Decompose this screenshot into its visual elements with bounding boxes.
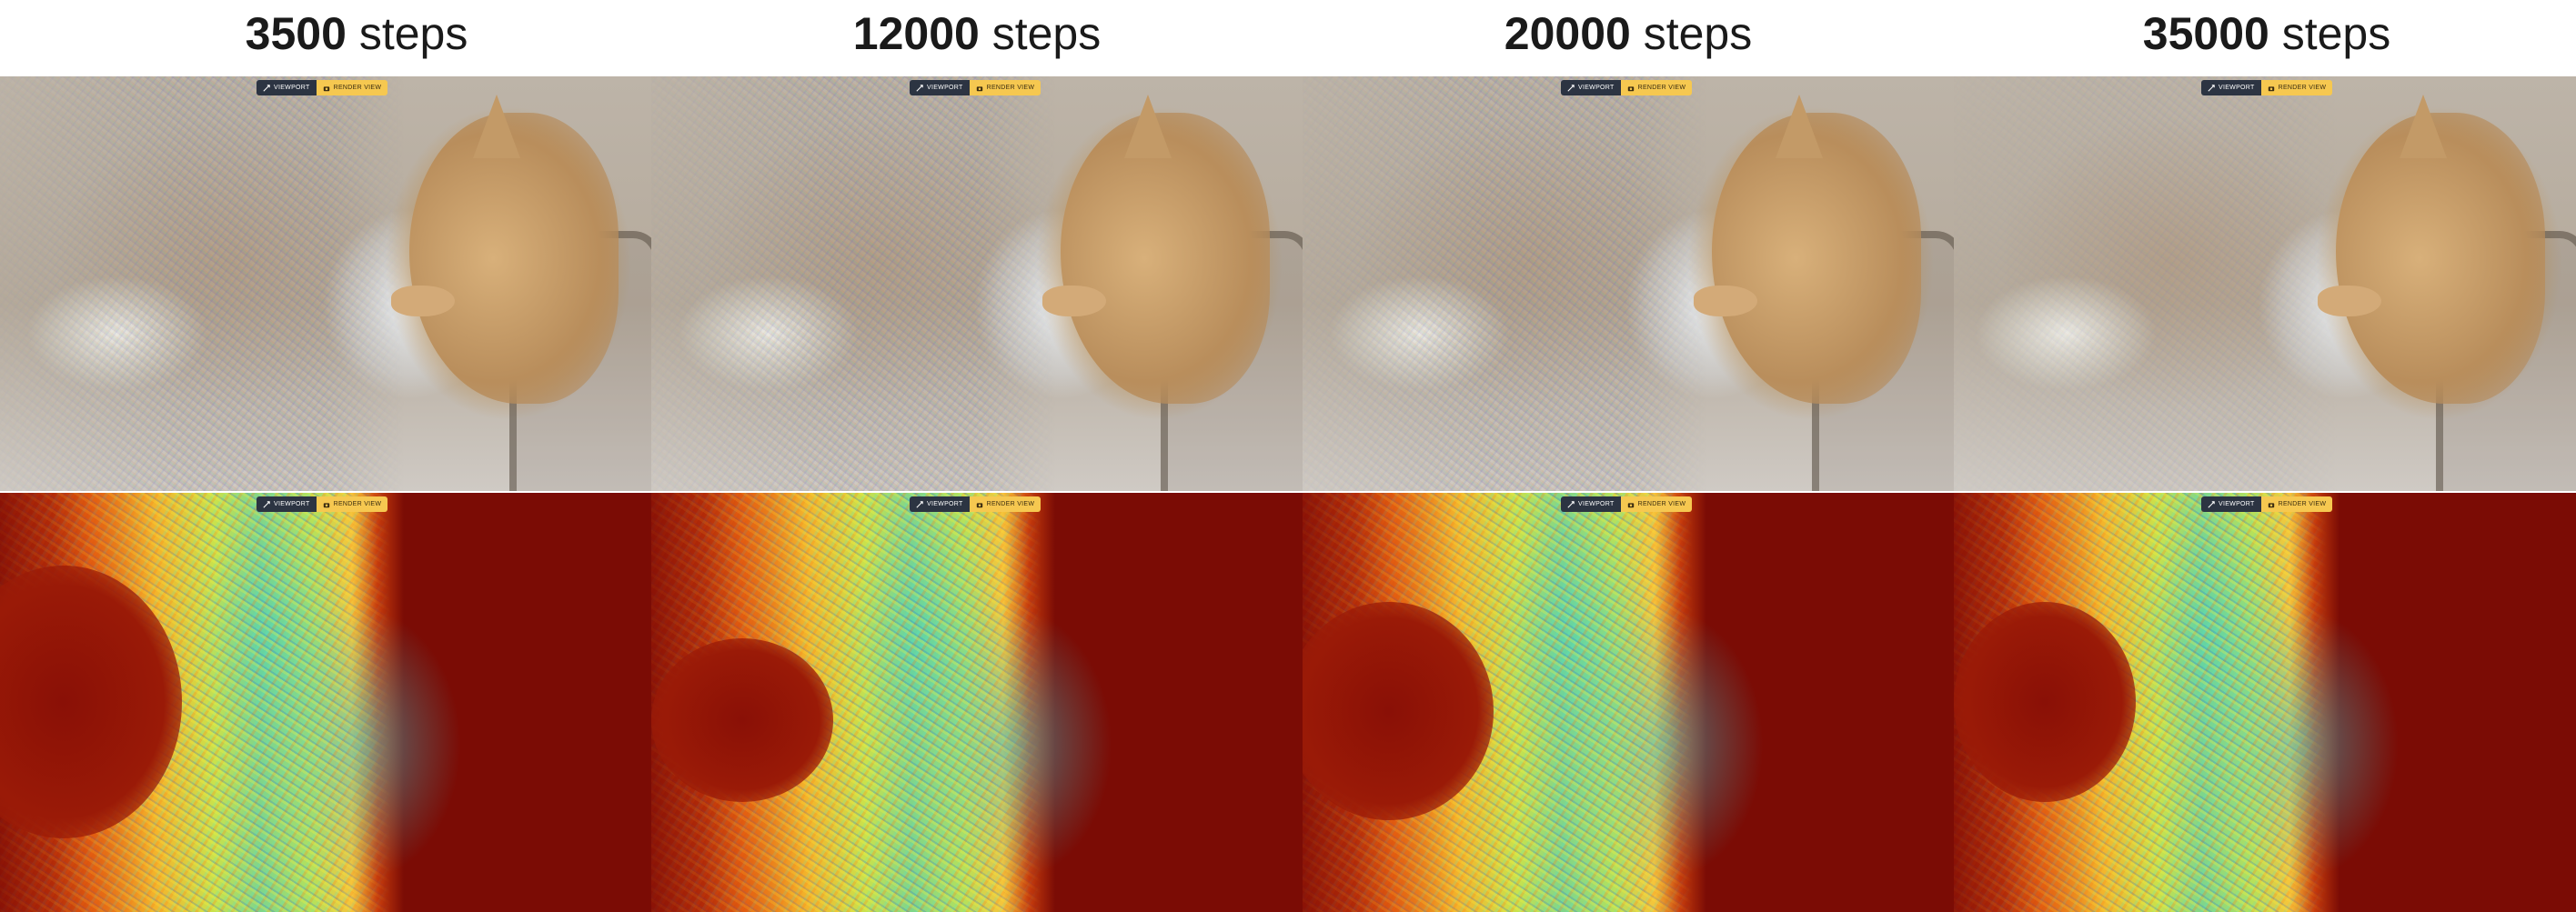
render-view-button[interactable]: RENDER VIEW bbox=[316, 496, 388, 512]
column-title-2: 12000 steps bbox=[651, 0, 1303, 76]
viewport-button[interactable]: VIEWPORT bbox=[1561, 496, 1621, 512]
column-title-3: 20000 steps bbox=[1303, 0, 1954, 76]
steps-value: 35000 bbox=[2142, 8, 2269, 59]
fox-head bbox=[2336, 113, 2545, 404]
heatmap-low-region bbox=[651, 638, 833, 802]
render-panel-4: VIEWPORT RENDER VIEW bbox=[1954, 76, 2576, 491]
fox-ear bbox=[2400, 95, 2447, 158]
camera-icon bbox=[976, 502, 982, 507]
viewer-toolbar: VIEWPORT RENDER VIEW bbox=[1561, 80, 1693, 95]
viewport-icon bbox=[263, 500, 270, 508]
fox-head bbox=[409, 113, 619, 404]
render-panel-1: VIEWPORT RENDER VIEW bbox=[0, 76, 651, 491]
render-view-button[interactable]: RENDER VIEW bbox=[316, 80, 388, 95]
camera-icon bbox=[1627, 502, 1634, 507]
render-panel-2: VIEWPORT RENDER VIEW bbox=[651, 76, 1303, 491]
render-view-button[interactable]: RENDER VIEW bbox=[969, 80, 1041, 95]
camera-icon bbox=[2268, 502, 2274, 507]
fox-snout bbox=[391, 286, 455, 316]
render-view-button[interactable]: RENDER VIEW bbox=[969, 496, 1041, 512]
heatmap-panel-1: VIEWPORT RENDER VIEW bbox=[0, 493, 651, 912]
heatmap-low-region bbox=[1303, 602, 1494, 820]
heatmap-low-region bbox=[0, 566, 182, 838]
fox-ear bbox=[1776, 95, 1823, 158]
viewer-toolbar: VIEWPORT RENDER VIEW bbox=[910, 80, 1041, 95]
render-view-button[interactable]: RENDER VIEW bbox=[1620, 80, 1693, 95]
fox-ear bbox=[473, 95, 520, 158]
comparison-grid: VIEWPORT RENDER VIEW VIEWPORT RENDER VIE… bbox=[0, 76, 2576, 912]
viewport-icon bbox=[2208, 500, 2215, 508]
render-view-button[interactable]: RENDER VIEW bbox=[2260, 80, 2333, 95]
viewport-button[interactable]: VIEWPORT bbox=[2201, 80, 2261, 95]
viewport-button[interactable]: VIEWPORT bbox=[1561, 80, 1621, 95]
steps-value: 3500 bbox=[245, 8, 347, 59]
fox-snout bbox=[1694, 286, 1757, 316]
fox-head bbox=[1712, 113, 1921, 404]
render-view-label: RENDER VIEW bbox=[2278, 501, 2327, 507]
fox-snout bbox=[1042, 286, 1106, 316]
viewport-icon bbox=[1567, 500, 1575, 508]
heatmap-panel-4: VIEWPORT RENDER VIEW bbox=[1954, 493, 2576, 912]
steps-unit: steps bbox=[2281, 8, 2391, 59]
render-view-label: RENDER VIEW bbox=[333, 85, 382, 91]
render-view-label: RENDER VIEW bbox=[2278, 85, 2327, 91]
render-view-label: RENDER VIEW bbox=[1637, 501, 1686, 507]
render-view-button[interactable]: RENDER VIEW bbox=[1620, 496, 1693, 512]
render-view-label: RENDER VIEW bbox=[986, 501, 1035, 507]
viewer-toolbar: VIEWPORT RENDER VIEW bbox=[910, 496, 1041, 512]
render-panel-3: VIEWPORT RENDER VIEW bbox=[1303, 76, 1954, 491]
viewport-icon bbox=[916, 500, 923, 508]
steps-unit: steps bbox=[991, 8, 1102, 59]
steps-unit: steps bbox=[1643, 8, 1753, 59]
viewer-toolbar: VIEWPORT RENDER VIEW bbox=[2201, 496, 2333, 512]
camera-icon bbox=[976, 85, 982, 91]
viewer-toolbar: VIEWPORT RENDER VIEW bbox=[257, 496, 388, 512]
steps-value: 12000 bbox=[852, 8, 980, 59]
viewer-toolbar: VIEWPORT RENDER VIEW bbox=[2201, 80, 2333, 95]
viewport-label: VIEWPORT bbox=[2219, 501, 2255, 507]
camera-icon bbox=[1627, 85, 1634, 91]
viewport-label: VIEWPORT bbox=[274, 85, 310, 91]
camera-icon bbox=[2268, 85, 2274, 91]
viewer-toolbar: VIEWPORT RENDER VIEW bbox=[257, 80, 388, 95]
column-title-4: 35000 steps bbox=[1941, 0, 2576, 76]
viewport-label: VIEWPORT bbox=[1578, 501, 1615, 507]
camera-icon bbox=[323, 85, 329, 91]
steps-value: 20000 bbox=[1504, 8, 1631, 59]
viewport-icon bbox=[916, 84, 923, 92]
viewport-icon bbox=[1567, 84, 1575, 92]
render-view-label: RENDER VIEW bbox=[986, 85, 1035, 91]
camera-icon bbox=[323, 502, 329, 507]
column-titles: 3500 steps 12000 steps 20000 steps 35000… bbox=[0, 0, 2576, 76]
viewport-label: VIEWPORT bbox=[927, 85, 963, 91]
fox-ear bbox=[1124, 95, 1172, 158]
viewport-label: VIEWPORT bbox=[927, 501, 963, 507]
column-title-1: 3500 steps bbox=[31, 0, 682, 76]
render-view-label: RENDER VIEW bbox=[333, 501, 382, 507]
viewport-button[interactable]: VIEWPORT bbox=[257, 80, 317, 95]
viewport-button[interactable]: VIEWPORT bbox=[2201, 496, 2261, 512]
viewport-label: VIEWPORT bbox=[1578, 85, 1615, 91]
viewport-button[interactable]: VIEWPORT bbox=[910, 80, 970, 95]
viewer-toolbar: VIEWPORT RENDER VIEW bbox=[1561, 496, 1693, 512]
heatmap-panel-3: VIEWPORT RENDER VIEW bbox=[1303, 493, 1954, 912]
fox-snout bbox=[2318, 286, 2381, 316]
steps-unit: steps bbox=[358, 8, 468, 59]
heatmap-panel-2: VIEWPORT RENDER VIEW bbox=[651, 493, 1303, 912]
viewport-label: VIEWPORT bbox=[274, 501, 310, 507]
render-view-label: RENDER VIEW bbox=[1637, 85, 1686, 91]
viewport-label: VIEWPORT bbox=[2219, 85, 2255, 91]
viewport-button[interactable]: VIEWPORT bbox=[257, 496, 317, 512]
viewport-icon bbox=[263, 84, 270, 92]
fox-head bbox=[1061, 113, 1270, 404]
viewport-button[interactable]: VIEWPORT bbox=[910, 496, 970, 512]
render-view-button[interactable]: RENDER VIEW bbox=[2260, 496, 2333, 512]
viewport-icon bbox=[2208, 84, 2215, 92]
heatmap-low-region bbox=[1954, 602, 2136, 802]
